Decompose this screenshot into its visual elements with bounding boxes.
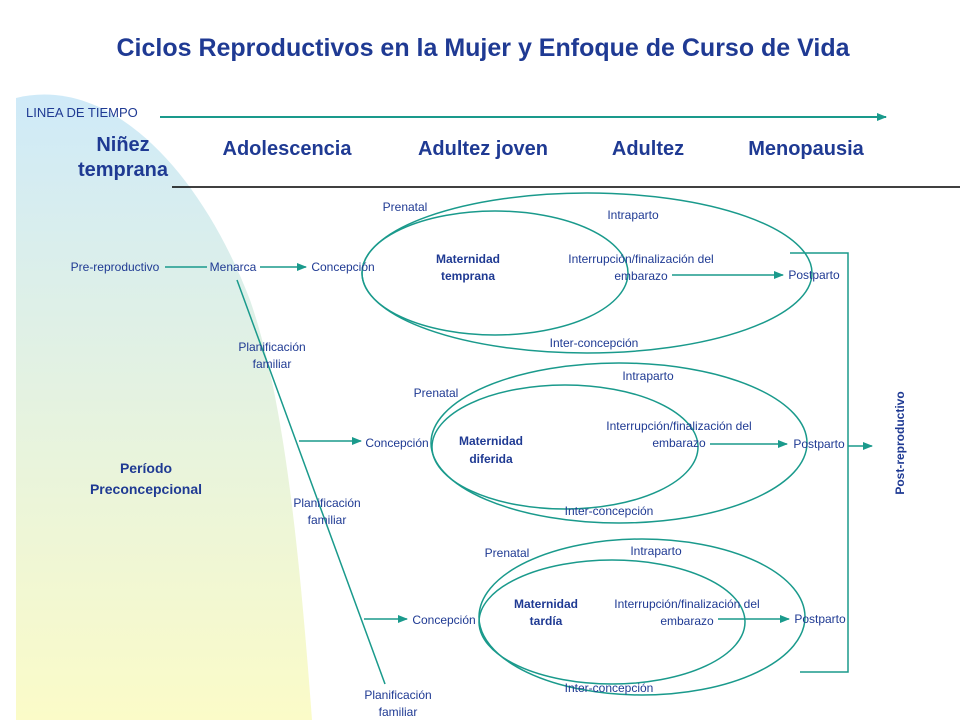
interrupcion-label: Interrupción/finalización del bbox=[606, 419, 751, 433]
inter-concepcion-label: Inter-concepción bbox=[550, 336, 639, 350]
intraparto-label: Intraparto bbox=[607, 208, 659, 222]
stage-adultez-joven: Adultez joven bbox=[418, 138, 548, 160]
concepcion-label: Concepción bbox=[311, 260, 374, 274]
maternidad-label-line2: diferida bbox=[469, 452, 513, 466]
planificacion-label-3-line2: familiar bbox=[379, 705, 418, 719]
planificacion-label-1: Planificación bbox=[238, 340, 305, 354]
interrupcion-label: Interrupción/finalización del bbox=[614, 597, 759, 611]
cycle-diferida: Concepción Prenatal Intraparto Maternida… bbox=[365, 362, 845, 524]
inter-concepcion-label: Inter-concepción bbox=[565, 504, 654, 518]
interrupcion-label-line2: embarazo bbox=[614, 269, 668, 283]
prenatal-label: Prenatal bbox=[485, 546, 530, 560]
stage-menopausia: Menopausia bbox=[748, 138, 864, 160]
intraparto-label: Intraparto bbox=[622, 369, 674, 383]
preconception-background bbox=[16, 94, 312, 720]
stage-adolescencia: Adolescencia bbox=[223, 138, 353, 160]
postparto-label: Postparto bbox=[793, 437, 845, 451]
interrupcion-label: Interrupción/finalización del bbox=[568, 252, 713, 266]
planificacion-label-2-line2: familiar bbox=[308, 513, 347, 527]
cycle-temprana: Concepción Prenatal Intraparto Maternida… bbox=[311, 192, 840, 354]
maternidad-label-line2: tardía bbox=[530, 614, 563, 628]
planificacion-label-1-line2: familiar bbox=[253, 357, 292, 371]
concepcion-label: Concepción bbox=[412, 613, 475, 627]
pre-reproductivo-label: Pre-reproductivo bbox=[71, 260, 160, 274]
inter-concepcion-label: Inter-concepción bbox=[565, 681, 654, 695]
cycle-tardia: Concepción Prenatal Intraparto Maternida… bbox=[412, 538, 846, 696]
stage-ninez-temprana-line2: temprana bbox=[78, 159, 169, 181]
cycle-inner-ellipse bbox=[431, 384, 699, 510]
intraparto-label: Intraparto bbox=[630, 544, 682, 558]
interrupcion-label-line2: embarazo bbox=[652, 436, 706, 450]
cycle-inner-ellipse bbox=[361, 210, 629, 336]
post-reproductive-bracket bbox=[790, 252, 849, 673]
prenatal-label: Prenatal bbox=[414, 386, 459, 400]
post-reproductivo-label: Post-reproductivo bbox=[893, 391, 907, 494]
concepcion-label: Concepción bbox=[365, 436, 428, 450]
timeline-label: LINEA DE TIEMPO bbox=[26, 105, 138, 120]
planificacion-label-2: Planificación bbox=[293, 496, 360, 510]
stage-adultez: Adultez bbox=[612, 138, 684, 160]
cycle-outer-ellipse bbox=[361, 192, 813, 354]
cycle-outer-ellipse bbox=[430, 362, 808, 524]
maternidad-label: Maternidad bbox=[436, 252, 500, 266]
planning-branch-line bbox=[236, 279, 386, 685]
stage-ninez-temprana: Niñez bbox=[96, 134, 149, 156]
cycle-outer-ellipse bbox=[478, 538, 806, 696]
planificacion-label-3: Planificación bbox=[364, 688, 431, 702]
page-title: Ciclos Reproductivos en la Mujer y Enfoq… bbox=[116, 34, 850, 62]
postparto-label: Postparto bbox=[794, 612, 846, 626]
prenatal-label: Prenatal bbox=[383, 200, 428, 214]
period-label: Período bbox=[120, 460, 172, 476]
maternidad-label: Maternidad bbox=[514, 597, 578, 611]
period-label-line2: Preconcepcional bbox=[90, 481, 202, 497]
maternidad-label-line2: temprana bbox=[441, 269, 495, 283]
menarca-label: Menarca bbox=[210, 260, 257, 274]
cycle-inner-ellipse bbox=[478, 559, 746, 685]
maternidad-label: Maternidad bbox=[459, 434, 523, 448]
postparto-label: Postparto bbox=[788, 268, 840, 282]
interrupcion-label-line2: embarazo bbox=[660, 614, 714, 628]
